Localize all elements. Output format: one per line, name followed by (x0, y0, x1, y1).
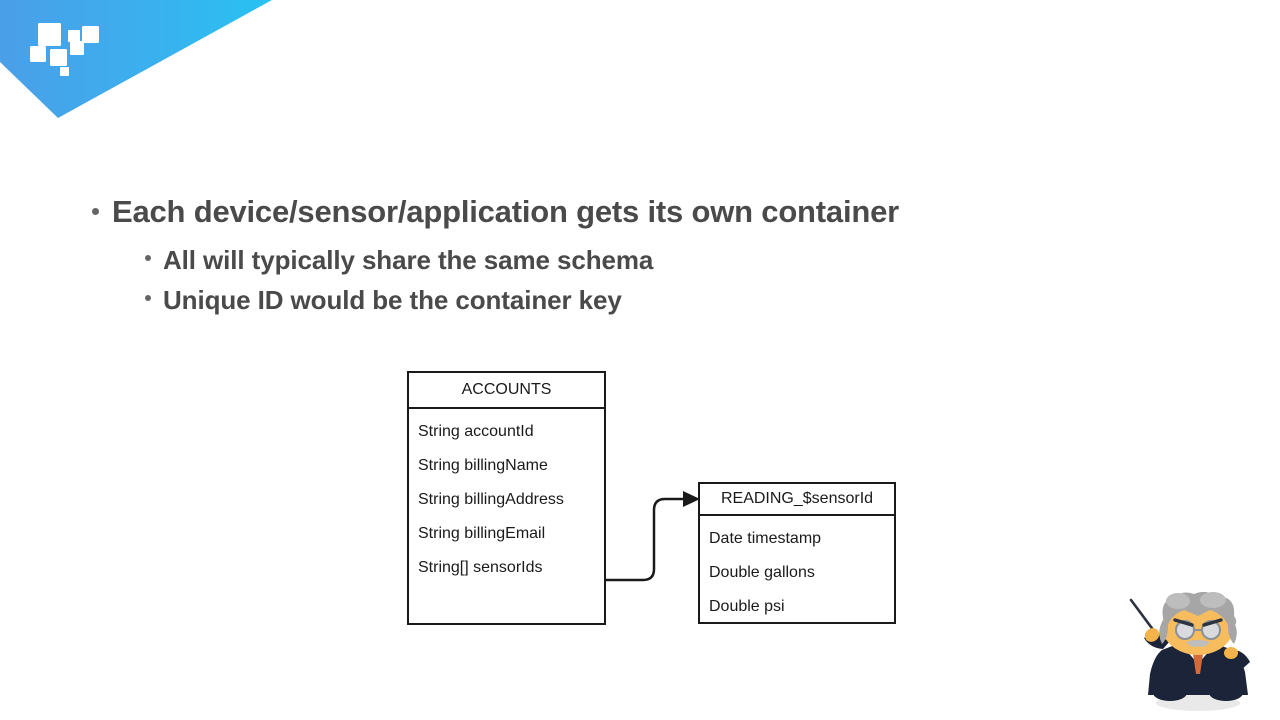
bullet-dot-icon (145, 254, 151, 261)
relationship-connector (604, 491, 700, 582)
entity-box-reading: READING_$sensorId Date timestamp Double … (698, 482, 896, 624)
entity-field: String accountId (418, 423, 534, 440)
mascot-hand-right (1224, 647, 1238, 659)
entity-field: String billingEmail (418, 525, 546, 542)
bullet-level1-text: Each device/sensor/application gets its … (112, 194, 900, 229)
entity-field: Double psi (709, 598, 785, 615)
bullet-dot-icon (92, 208, 99, 215)
entity-field: Date timestamp (709, 530, 822, 547)
mascot-eyebrow-right (1202, 618, 1223, 627)
entity-relationship-diagram: ACCOUNTS String accountId String billing… (395, 360, 915, 640)
entity-field: String[] sensorIds (418, 559, 543, 576)
entity-title-reading: READING_$sensorId (700, 484, 894, 516)
bullet-level1: Each device/sensor/application gets its … (92, 192, 1172, 233)
arrowhead-icon (683, 491, 700, 507)
entity-box-accounts: ACCOUNTS String accountId String billing… (407, 371, 606, 625)
mascot-hand-left (1144, 628, 1160, 642)
mascot-eyebrow-left (1173, 618, 1194, 627)
professor-mascot-illustration (1129, 592, 1250, 711)
banner-shape (0, 0, 272, 118)
bullet-level2: All will typically share the same schema (145, 240, 1172, 281)
sub-bullet-list: All will typically share the same schema… (92, 240, 1172, 321)
bullet-level2: Unique ID would be the container key (145, 280, 1172, 321)
mascot-mustache (1186, 640, 1210, 647)
entity-field: String billingName (418, 457, 548, 474)
mascot-shoe-left (1153, 685, 1187, 701)
mascot-shoe-right (1209, 685, 1243, 701)
entity-field-list: Date timestamp Double gallons Double psi (700, 516, 894, 627)
bullet-dot-icon (145, 295, 151, 302)
bullet-level2-text: Unique ID would be the container key (163, 285, 622, 316)
entity-field: Double gallons (709, 564, 815, 581)
entity-field-list: String accountId String billingName Stri… (409, 409, 604, 588)
entity-field: String billingAddress (418, 491, 564, 508)
bullet-level2-text: All will typically share the same schema (163, 244, 654, 275)
bullet-list: Each device/sensor/application gets its … (92, 192, 1172, 321)
header-banner (0, 0, 280, 120)
entity-title-accounts: ACCOUNTS (409, 373, 604, 409)
squares-logo-icon (30, 23, 99, 76)
